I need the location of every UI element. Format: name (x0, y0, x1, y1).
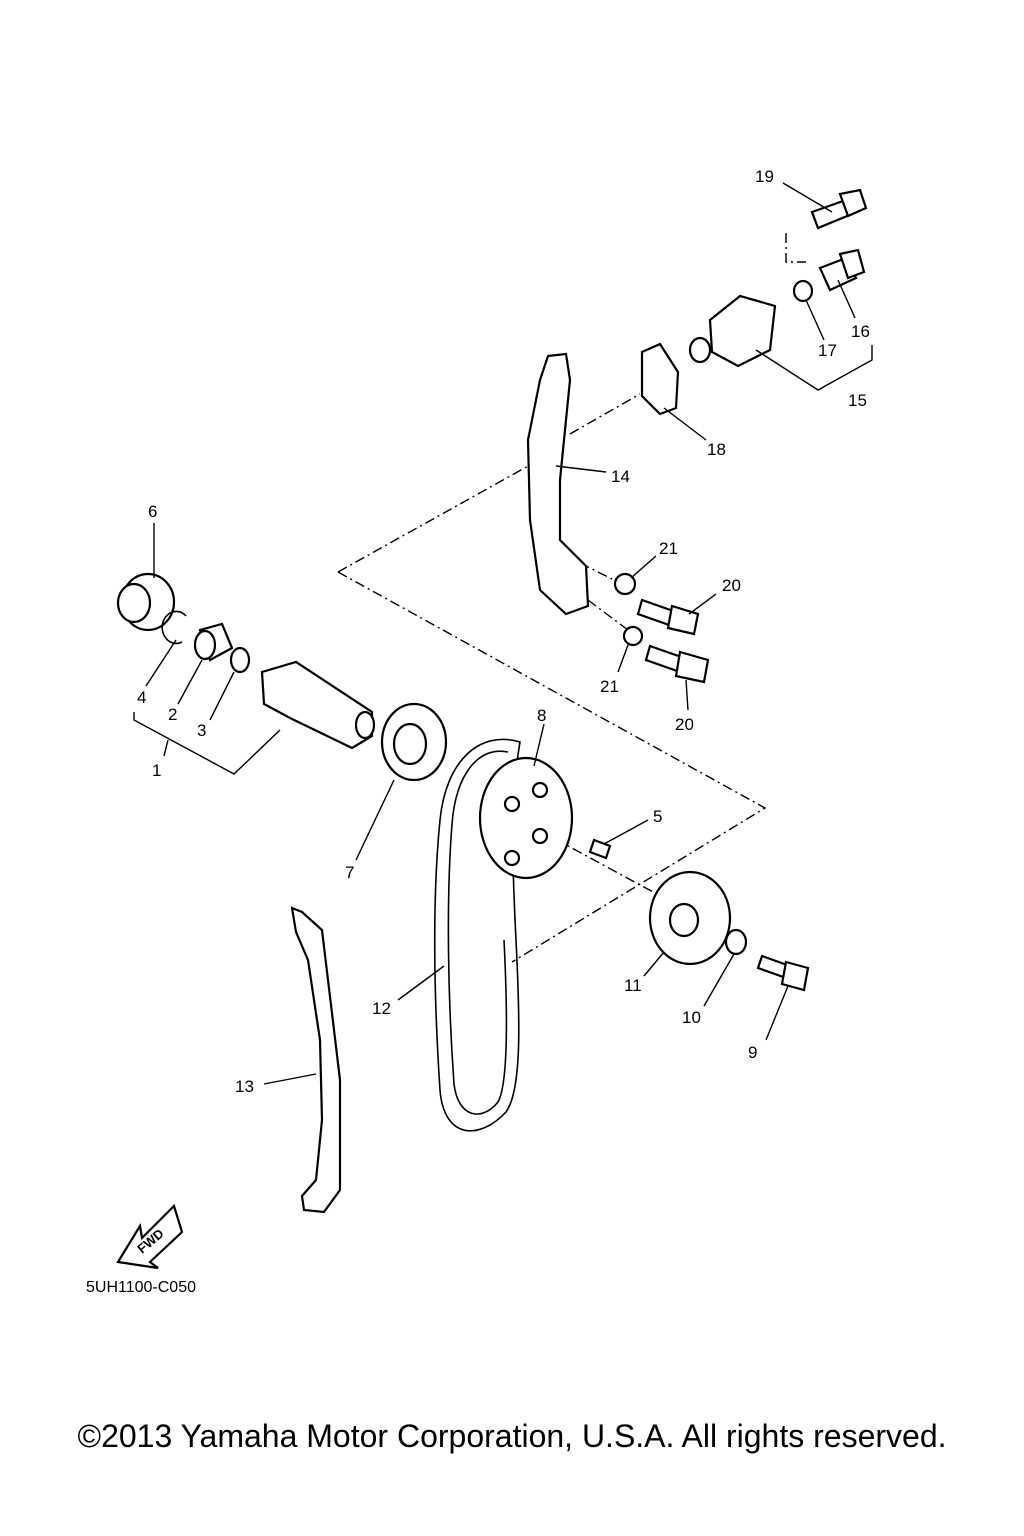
callout-5: 5 (653, 807, 662, 826)
callout-1: 1 (152, 761, 161, 780)
callout-15: 15 (848, 391, 867, 410)
washer-21-lower (622, 625, 644, 647)
bolt-20-lower (644, 644, 710, 684)
callout-6: 6 (148, 502, 157, 521)
callout-4: 4 (137, 688, 146, 707)
callout-18: 18 (707, 440, 726, 459)
cam-chain-12 (433, 738, 521, 1132)
callout-2: 2 (168, 705, 177, 724)
chain-guide-13 (290, 906, 342, 1214)
callout-9: 9 (748, 1043, 757, 1062)
callout-7: 7 (345, 863, 354, 882)
reference-frame (337, 233, 806, 963)
o-ring-3 (229, 646, 251, 674)
washer-21-upper (613, 572, 637, 596)
plug-16 (818, 248, 866, 292)
callout-13: 13 (235, 1077, 254, 1096)
gasket-18 (640, 342, 680, 416)
timing-plate-11 (648, 870, 732, 966)
tensioner-15 (688, 294, 777, 368)
bolt-20-upper (636, 598, 700, 636)
callout-11: 11 (624, 976, 642, 995)
callout-21-upper: 21 (659, 539, 678, 558)
callout-3: 3 (197, 721, 206, 740)
callout-20-upper: 20 (722, 576, 741, 595)
bolt-9 (756, 954, 810, 992)
bearing-6 (116, 572, 176, 632)
bearing-7 (380, 702, 448, 782)
callout-21-lower: 21 (600, 677, 619, 696)
callout-8: 8 (537, 706, 546, 725)
camshaft-1 (260, 660, 376, 750)
callout-labels: 1 2 3 4 5 6 7 8 9 10 11 12 13 14 15 16 1… (137, 167, 870, 1096)
bolt-19 (810, 188, 868, 230)
drawing-code: 5UH1100-C050 (86, 1279, 196, 1296)
circlip-4 (161, 610, 187, 645)
callout-20-lower: 20 (675, 715, 694, 734)
washer-10 (724, 928, 748, 956)
leader-lines (133, 182, 873, 1085)
callout-17: 17 (818, 341, 837, 360)
chain-guide-14 (526, 352, 590, 616)
callout-10: 10 (682, 1008, 701, 1027)
cam-sprocket-8 (478, 756, 574, 880)
callout-19: 19 (755, 167, 774, 186)
callout-12: 12 (372, 999, 391, 1018)
copyright-notice: ©2013 Yamaha Motor Corporation, U.S.A. A… (77, 1418, 947, 1454)
fwd-arrow-icon: FWD (116, 1203, 184, 1270)
bushing-2 (193, 622, 234, 662)
callout-14: 14 (611, 467, 630, 486)
gasket-17 (792, 279, 814, 303)
callout-16: 16 (851, 322, 870, 341)
